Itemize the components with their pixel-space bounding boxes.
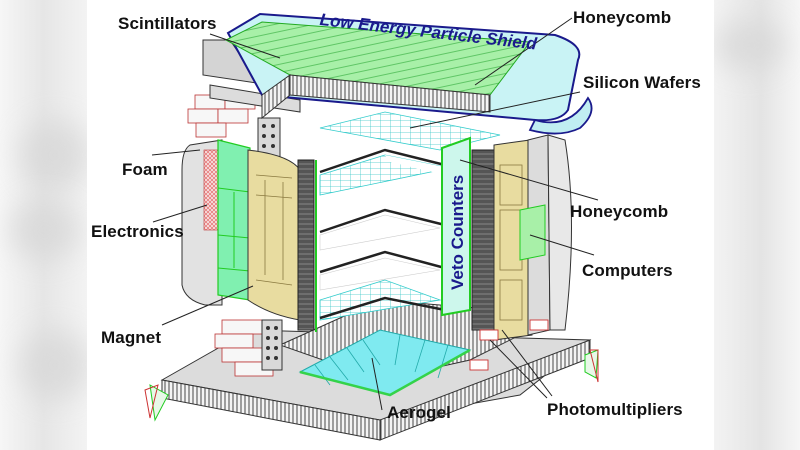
pillarbox-right [714, 0, 800, 450]
label-scintillators: Scintillators [118, 14, 217, 33]
blur-blob [20, 330, 90, 400]
label-honeycomb-top: Honeycomb [573, 8, 672, 27]
label-computers: Computers [582, 261, 673, 280]
label-photomultipliers: Photomultipliers [547, 400, 683, 419]
pillarbox-left [0, 0, 90, 450]
diagram-canvas: Scintillators Foam Electronics Magnet Ho… [87, 0, 714, 450]
label-electronics: Electronics [91, 222, 184, 241]
label-foam: Foam [122, 160, 168, 179]
blur-blob [10, 200, 80, 260]
detector-cutaway-illustration [144, 12, 599, 441]
blur-blob [20, 120, 90, 190]
label-magnet: Magnet [101, 328, 162, 347]
blur-blob [714, 20, 784, 70]
label-honeycomb-mid: Honeycomb [570, 202, 669, 221]
label-aerogel: Aerogel [387, 403, 451, 422]
label-veto-counters: Veto Counters [448, 174, 467, 290]
label-silicon-wafers: Silicon Wafers [583, 73, 701, 92]
